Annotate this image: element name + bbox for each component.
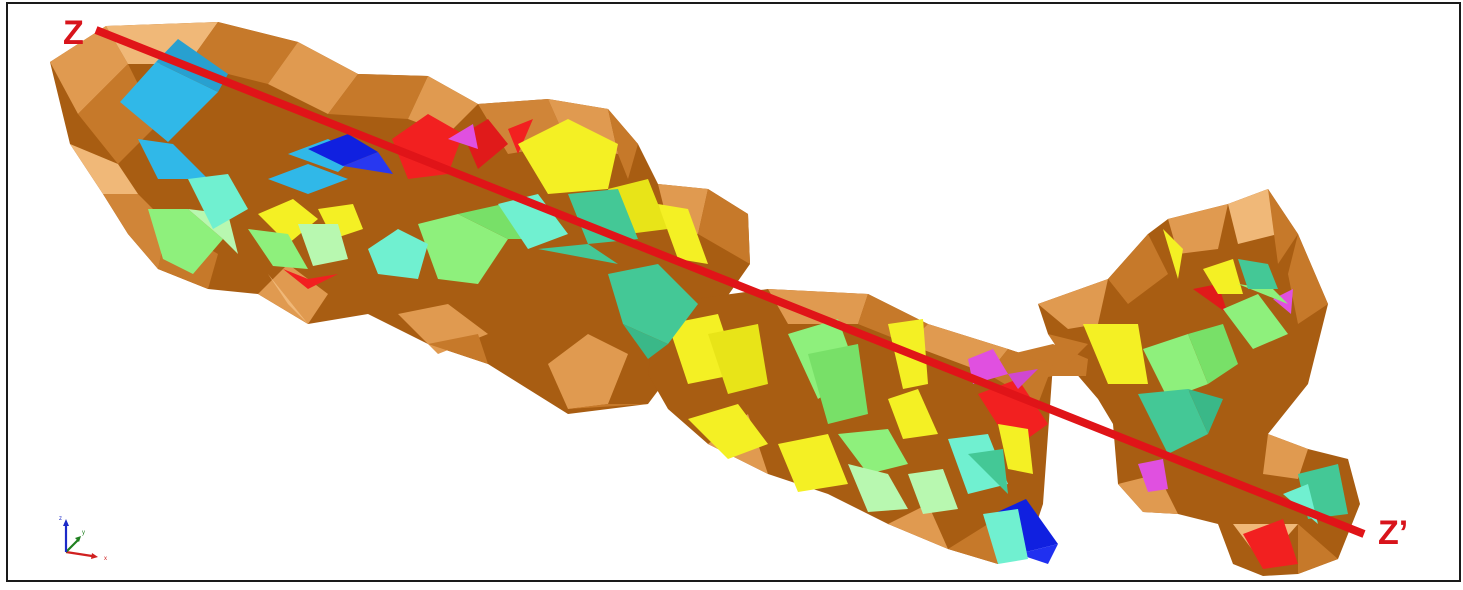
mesh-3d-view — [50, 22, 1366, 576]
x-axis-head — [91, 553, 98, 559]
y-axis-head — [75, 536, 81, 542]
section-line — [94, 26, 1366, 538]
y-axis-arrow — [65, 539, 79, 553]
section-label-end: Z’ — [1378, 514, 1409, 552]
y-axis-label: y — [82, 530, 85, 536]
z-axis-label: z — [59, 516, 62, 522]
viewport-frame: Z Z’ x y z — [6, 2, 1461, 582]
x-axis-label: x — [104, 556, 107, 562]
section-label-start: Z — [63, 14, 84, 52]
z-axis-head — [63, 519, 69, 526]
x-axis-arrow — [65, 550, 93, 558]
colored-polyhedra — [120, 39, 1348, 569]
axis-triad: x y z — [59, 516, 107, 562]
